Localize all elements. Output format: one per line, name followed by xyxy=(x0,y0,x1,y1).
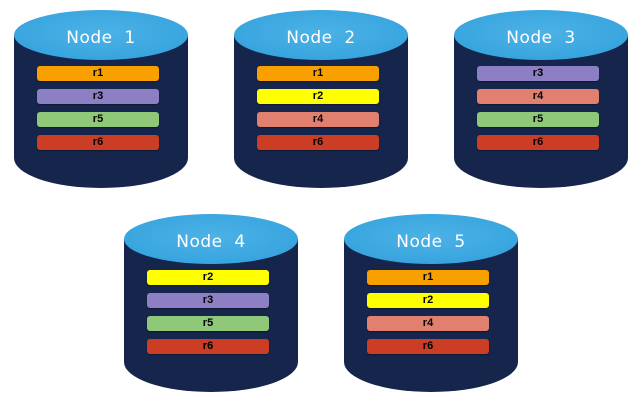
replica-bar[interactable]: r3 xyxy=(37,89,159,104)
replica-list: r1 r3 r5 r6 xyxy=(37,66,159,158)
replica-bar[interactable]: r1 xyxy=(37,66,159,81)
replica-label: r3 xyxy=(92,90,104,102)
cylinder-top xyxy=(124,214,298,264)
replica-bar[interactable]: r5 xyxy=(477,112,599,127)
replica-bar[interactable]: r3 xyxy=(477,66,599,81)
cylinder-top xyxy=(454,10,628,60)
replica-label: r1 xyxy=(422,271,434,283)
replica-bar[interactable]: r1 xyxy=(367,270,489,285)
replica-label: r3 xyxy=(532,67,544,79)
cylinder-top xyxy=(234,10,408,60)
replica-bar[interactable]: r6 xyxy=(257,135,379,150)
replica-bar[interactable]: r2 xyxy=(147,270,269,285)
replica-bar[interactable]: r5 xyxy=(147,316,269,331)
replica-label: r2 xyxy=(202,271,214,283)
replica-list: r2 r3 r5 r6 xyxy=(147,270,269,362)
replica-label: r6 xyxy=(202,340,214,352)
replica-label: r6 xyxy=(92,136,104,148)
replica-list: r1 r2 r4 r6 xyxy=(367,270,489,362)
replica-bar[interactable]: r6 xyxy=(37,135,159,150)
replica-bar[interactable]: r2 xyxy=(367,293,489,308)
replica-label: r3 xyxy=(202,294,214,306)
replica-label: r5 xyxy=(92,113,104,125)
replica-list: r3 r4 r5 r6 xyxy=(477,66,599,158)
replica-label: r1 xyxy=(92,67,104,79)
replica-label: r6 xyxy=(422,340,434,352)
replica-label: r1 xyxy=(312,67,324,79)
replica-list: r1 r2 r4 r6 xyxy=(257,66,379,158)
replica-label: r6 xyxy=(312,136,324,148)
replica-bar[interactable]: r5 xyxy=(37,112,159,127)
replica-label: r2 xyxy=(312,90,324,102)
replica-bar[interactable]: r6 xyxy=(367,339,489,354)
replica-label: r4 xyxy=(532,90,544,102)
replica-bar[interactable]: r6 xyxy=(477,135,599,150)
replica-bar[interactable]: r4 xyxy=(367,316,489,331)
replica-label: r4 xyxy=(422,317,434,329)
cylinder-top xyxy=(344,214,518,264)
replica-bar[interactable]: r1 xyxy=(257,66,379,81)
cylinder-top xyxy=(14,10,188,60)
replica-bar[interactable]: r6 xyxy=(147,339,269,354)
replica-label: r5 xyxy=(202,317,214,329)
replica-label: r6 xyxy=(532,136,544,148)
replica-bar[interactable]: r4 xyxy=(477,89,599,104)
replica-bar[interactable]: r2 xyxy=(257,89,379,104)
replica-label: r5 xyxy=(532,113,544,125)
replica-bar[interactable]: r4 xyxy=(257,112,379,127)
replica-bar[interactable]: r3 xyxy=(147,293,269,308)
replica-label: r2 xyxy=(422,294,434,306)
replica-label: r4 xyxy=(312,113,324,125)
